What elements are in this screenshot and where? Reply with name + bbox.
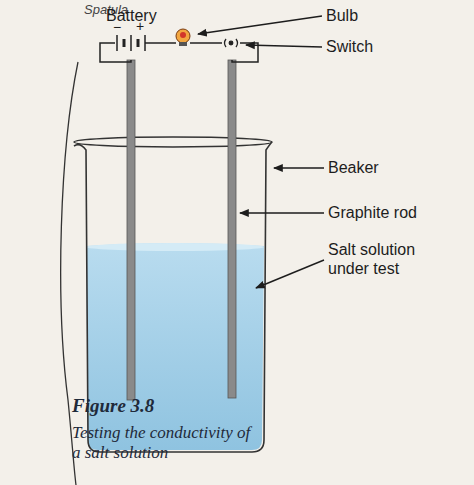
- liquid-surface: [86, 243, 264, 251]
- bulb-symbol: [176, 29, 190, 46]
- part-label: Beaker: [328, 158, 379, 177]
- part-label: Salt solution under test: [328, 240, 448, 278]
- part-label: Switch: [326, 37, 373, 56]
- graphite-rod: [228, 60, 236, 398]
- wire: [145, 42, 176, 44]
- wire: [100, 43, 131, 62]
- graphite-rod: [127, 60, 135, 400]
- polarity-sign: +: [136, 17, 144, 36]
- beaker-rim: [74, 137, 272, 147]
- page-curve: [61, 62, 78, 485]
- battery-symbol: [117, 35, 145, 51]
- wire: [190, 42, 222, 44]
- polarity-sign: −: [113, 18, 121, 37]
- part-label: Graphite rod: [328, 203, 417, 222]
- part-label: Bulb: [326, 6, 358, 25]
- leader-lines: [198, 16, 324, 288]
- switch-symbol: [225, 39, 238, 47]
- figure-caption: Testing the conductivity of a salt solut…: [72, 423, 262, 463]
- salt-solution: [86, 243, 264, 450]
- figure-number: Figure 3.8: [72, 396, 154, 415]
